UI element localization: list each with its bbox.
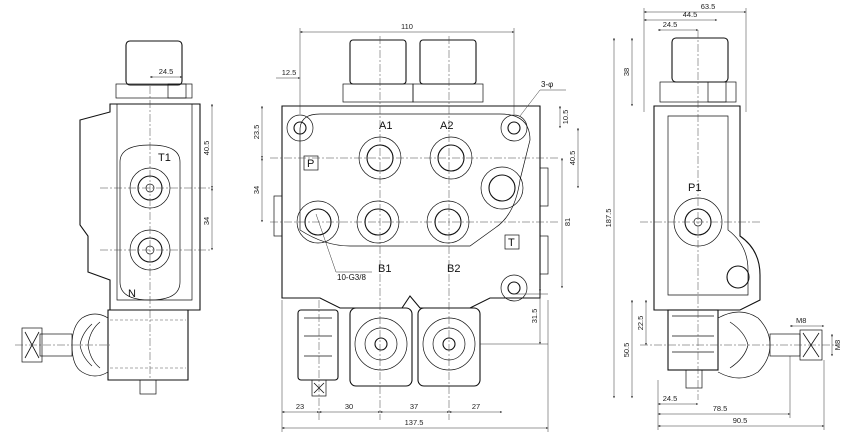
- front-dim-34: 34: [252, 186, 261, 194]
- front-view: P T A1 A2 B1 B2 3-φ 10-G3/8: [252, 22, 579, 432]
- right-dim-44-5: 44.5: [683, 10, 698, 19]
- front-port-t-outer: [480, 166, 524, 210]
- front-p-marker-box: [303, 155, 319, 171]
- front-dim-81: 81: [563, 218, 572, 226]
- port-label-p1: P1: [688, 182, 701, 194]
- right-dim-90-5: 90.5: [733, 416, 748, 425]
- front-spool-cap-1-ring: [354, 317, 408, 371]
- port-label-b2: B2: [447, 263, 460, 275]
- front-dim-23: 23: [296, 402, 304, 411]
- front-spool-cap-1-core: [374, 337, 388, 351]
- port-label-p: P: [307, 158, 314, 170]
- front-relief-valve-lines: [304, 317, 332, 357]
- right-dim-78-5: 78.5: [713, 404, 728, 413]
- right-lower-housing: [667, 309, 719, 371]
- front-port-p-outer: [296, 200, 340, 244]
- front-mount-hole-1-inner: [293, 121, 307, 135]
- port-label-b1: B1: [378, 263, 391, 275]
- right-body-inner-outline: [667, 115, 749, 296]
- right-dim-m8-b: M8: [833, 340, 842, 350]
- port-label-a1: A1: [379, 120, 392, 132]
- front-solenoid-base-1: [342, 83, 414, 103]
- right-dim-63-5: 63.5: [701, 2, 716, 11]
- port-label-a2: A2: [440, 120, 453, 132]
- front-mount-hole-2-outer: [500, 114, 528, 142]
- front-dim-23-5: 23.5: [252, 125, 261, 140]
- right-dim-38: 38: [622, 68, 631, 76]
- front-solenoid-base-2: [412, 83, 484, 103]
- front-dim-31-5: 31.5: [530, 309, 539, 324]
- left-boot-fold-2: [79, 323, 93, 367]
- front-dim-10-5: 10.5: [561, 110, 570, 125]
- front-right-boss-lower: [539, 235, 549, 275]
- left-lever-housing: [107, 309, 189, 381]
- left-port-boss: [119, 144, 181, 301]
- left-valve-body: [79, 103, 201, 311]
- front-spool-cap-1-mid: [364, 327, 398, 361]
- right-dim-m8-a: M8: [796, 316, 806, 325]
- front-mount-hole-2-inner: [507, 121, 521, 135]
- right-side-hole: [726, 265, 750, 289]
- left-dim-34: 34: [202, 217, 211, 225]
- front-port-a2-outer: [429, 136, 473, 180]
- front-valve-body: [281, 105, 541, 309]
- front-callout-leader-thread: [315, 213, 337, 273]
- front-solenoid-cap-2: [419, 39, 477, 85]
- right-dim-50-5: 50.5: [622, 343, 631, 358]
- right-dim-22-5: 22.5: [636, 316, 645, 331]
- right-bottom-stub: [685, 369, 703, 389]
- front-dim-137-5: 137.5: [405, 418, 424, 427]
- front-relief-valve: [297, 309, 339, 381]
- right-dim-24-5-bottom: 24.5: [663, 394, 678, 403]
- front-mount-hole-1-outer: [286, 114, 314, 142]
- left-solenoid-base: [115, 83, 193, 99]
- left-solenoid-cap: [125, 40, 183, 86]
- front-dim-12-5: 12.5: [282, 68, 297, 77]
- front-mount-hole-3-outer: [500, 274, 528, 302]
- left-bottom-stub: [139, 379, 157, 395]
- front-dim-27: 27: [472, 402, 480, 411]
- right-top-nut: [707, 81, 727, 103]
- front-left-boss: [273, 195, 283, 237]
- right-housing-lines: [672, 315, 714, 353]
- front-callout-leader-holes: [519, 89, 541, 117]
- front-right-boss-upper: [539, 167, 549, 207]
- left-body-inner-outline: [116, 104, 193, 301]
- front-dim-40-5: 40.5: [568, 151, 577, 166]
- front-port-t-inner: [488, 174, 516, 202]
- left-dim-40-5: 40.5: [202, 141, 211, 156]
- callout-mount-holes: 3-φ: [541, 80, 553, 89]
- port-label-t: T: [508, 237, 515, 249]
- front-port-plate: [299, 113, 531, 247]
- left-side-view: 24.5 40.5 34 T1 N: [15, 40, 213, 395]
- right-solenoid-cap: [671, 37, 729, 83]
- front-dim-30: 30: [345, 402, 353, 411]
- front-spool-cap-1: [349, 307, 413, 387]
- callout-thread: 10-G3/8: [337, 273, 366, 282]
- left-dim-24-5: 24.5: [159, 67, 174, 76]
- right-dim-24-5-top: 24.5: [663, 20, 678, 29]
- right-valve-body: [653, 105, 761, 311]
- front-dim-37: 37: [410, 402, 418, 411]
- right-side-view: P1 63.5 44.5 24.5 38 187.5 50.5: [604, 2, 842, 430]
- front-dim-110: 110: [401, 22, 413, 31]
- port-label-n: N: [128, 288, 136, 300]
- left-housing-hidden-lines: [110, 319, 186, 369]
- front-solenoid-cap-1: [349, 39, 407, 85]
- front-t-marker-box: [504, 234, 520, 250]
- left-top-nut: [167, 83, 187, 99]
- front-mount-hole-3-inner: [507, 281, 521, 295]
- right-dim-187-5: 187.5: [604, 209, 613, 228]
- port-label-t1: T1: [158, 152, 171, 164]
